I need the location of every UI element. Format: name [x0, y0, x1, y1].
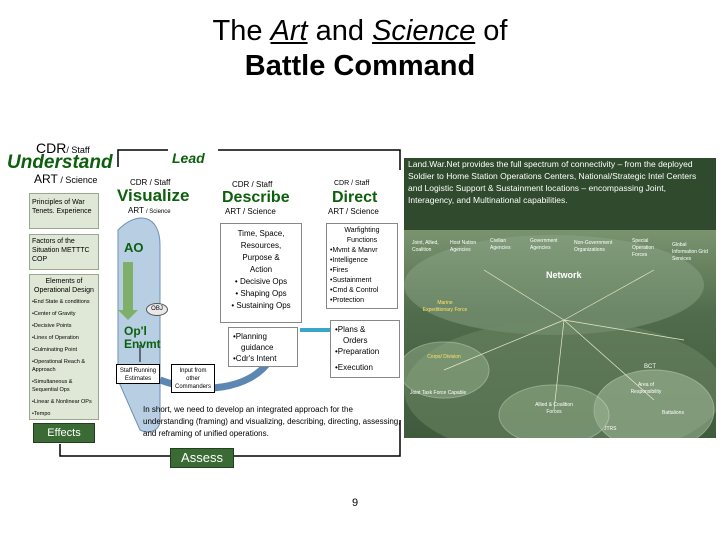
element-item: •Lines of Operation [32, 335, 79, 341]
effects-box: Effects [33, 423, 95, 443]
direct-sub: ART / Science [328, 207, 379, 216]
corps-label: Corps/ Division [427, 354, 461, 360]
battalions-label: Battalions [662, 410, 684, 416]
visualize-heading: Visualize [117, 186, 190, 205]
understand-art-line: ART / Science [34, 172, 98, 186]
opnl-envmt-label: Op'l Envmt [124, 324, 161, 351]
lead-label: Lead [172, 150, 205, 166]
network-center-label: Network [546, 270, 582, 280]
allied-label: Allied & Coalition Forces [535, 402, 573, 415]
element-item: •Tempo [32, 411, 51, 417]
net-label: Global Information Grid Services [672, 242, 708, 262]
ao-arrow-shaft [123, 262, 133, 310]
title-science: Science [372, 15, 476, 47]
slide-title: The Art and Science of Battle Command [0, 14, 720, 84]
title-line-1: The Art and Science of [212, 15, 508, 47]
elements-box: Elements of Operational Design •End Stat… [29, 274, 99, 420]
assess-box: Assess [170, 448, 234, 468]
assess-line-left [59, 444, 170, 457]
net-label: Non-Government Organizations [574, 240, 613, 253]
describe-list-box: Time, Space, Resources, Purpose & Action… [220, 223, 302, 323]
aor-label: Area of Responsibility [630, 382, 662, 395]
summary-text: In short, we need to develop an integrat… [143, 405, 401, 438]
visualize-cdr-line: CDR / Staff [130, 178, 171, 187]
network-illustration [404, 235, 716, 438]
visualize-art-line: ART / Science [128, 206, 171, 215]
obj-marker: OBJ [146, 303, 168, 316]
jtrs-label: JTRS [604, 426, 617, 432]
element-item: •Simultaneous & Sequential Ops [32, 379, 73, 393]
element-item: •End State & conditions [32, 299, 90, 305]
bct-label: BCT [644, 364, 656, 370]
understand-heading: Understand [7, 152, 113, 173]
lead-bracket-left [117, 149, 168, 167]
ao-label: AO [124, 240, 144, 255]
elements-title: Elements of Operational Design [34, 278, 94, 294]
element-item: •Culminating Point [32, 347, 78, 353]
factors-box: Factors of the Situation METTTC COP [29, 234, 99, 270]
marine-label: Marine Expeditionary Force [422, 300, 468, 313]
net-label: Special Operation Forces [632, 238, 654, 258]
page-number: 9 [352, 497, 359, 509]
principles-box: Principles of War Tenets. Experience [29, 193, 99, 229]
plans-orders-box: •Plans & Orders •Preparation •Execution [330, 320, 400, 378]
element-item: •Center of Gravity [32, 311, 76, 317]
net-label: Civilian Agencies [490, 238, 511, 251]
direct-heading: Direct [332, 189, 378, 206]
input-commanders-box: Input from other Commanders [171, 364, 215, 393]
describe-cdr-line: CDR / Staff [232, 180, 273, 189]
direct-cdr-line: CDR / Staff [334, 180, 370, 187]
element-item: •Decisive Points [32, 323, 72, 329]
warfighting-box: Warfighting Functions •Mvmt & Manvr •Int… [326, 223, 398, 309]
element-item: •Linear & Nonlinear OPs [32, 399, 92, 405]
net-label: Joint, Allied, Coalition [412, 240, 439, 253]
title-art: Art [270, 15, 308, 47]
planning-box: •Planning guidance •Cdr's Intent [228, 327, 298, 367]
net-label: Host Nation Agencies [450, 240, 477, 253]
ao-arrow-head [118, 310, 138, 320]
assess-line-right [232, 420, 401, 457]
staff-running-box: Staff Running Estimates [116, 364, 160, 384]
landwarnet-description: Land.War.Net provides the full spectrum … [404, 158, 716, 230]
title-line-2: Battle Command [244, 50, 476, 82]
net-label: Government Agencies [530, 238, 558, 251]
describe-heading: Describe [222, 189, 290, 206]
network-graphic: Joint, Allied, Coalition Host Nation Age… [404, 230, 716, 438]
element-item: •Operational Reach & Approach [32, 359, 85, 373]
understand-cdr-line: CDR/ Staff [36, 140, 90, 156]
jtfc-label: Joint Task Force Capable [410, 390, 467, 396]
describe-sub: ART / Science [225, 207, 276, 216]
lead-bracket-right [218, 149, 401, 170]
